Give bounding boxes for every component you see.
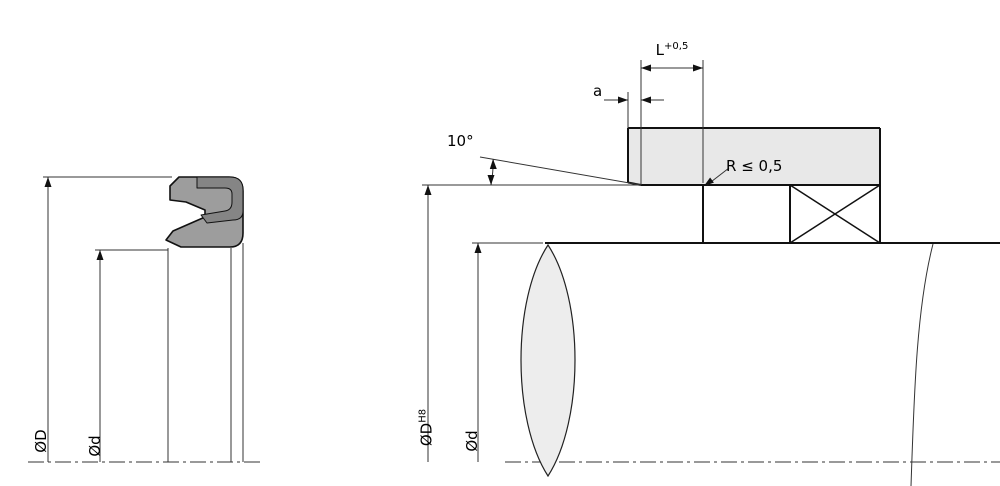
seal-symbol-diagonal <box>789 184 881 244</box>
chamfer-construction-line <box>479 156 642 186</box>
label-lead-in-angle: 10° <box>447 132 474 150</box>
arrowhead <box>489 159 497 169</box>
arrowhead <box>96 250 104 260</box>
label-inner-diameter: Ød <box>86 429 104 463</box>
arrowhead <box>44 177 52 187</box>
label-outer-diameter-text: ØD <box>32 429 50 453</box>
label-groove-length-tolerance: +0,5 <box>664 41 689 52</box>
rod-break-line <box>910 243 934 486</box>
rod-break-lens <box>520 243 576 478</box>
right-view <box>422 60 1000 486</box>
label-rod-diameter-text: Ød <box>463 430 481 452</box>
label-lead-in-length: a <box>593 82 602 100</box>
left-view <box>28 176 262 463</box>
arrowhead <box>424 185 432 195</box>
arrowhead <box>641 64 651 72</box>
arrowhead <box>693 64 703 72</box>
arrowhead <box>618 96 628 104</box>
label-outer-diameter: ØD <box>32 424 50 458</box>
label-bore-diameter-text: ØD <box>417 422 436 447</box>
seal-insert <box>196 176 244 224</box>
arrowhead <box>641 96 651 104</box>
label-corner-radius: R ≤ 0,5 <box>726 157 782 175</box>
housing-body <box>628 128 880 185</box>
label-bore-diameter: ØDH8 <box>415 406 436 450</box>
label-inner-diameter-text: Ød <box>86 435 104 457</box>
label-groove-length-text: L <box>655 41 665 59</box>
label-rod-diameter: Ød <box>463 424 481 458</box>
label-lead-in-angle-text: 10° <box>447 132 474 150</box>
label-bore-fit: H8 <box>417 408 429 423</box>
label-groove-length: L+0,5 <box>640 38 704 59</box>
arrowhead <box>704 177 714 186</box>
label-lead-in-length-text: a <box>593 82 603 100</box>
label-corner-radius-text: R ≤ 0,5 <box>726 157 783 175</box>
arrowhead <box>474 243 482 253</box>
arrowhead <box>487 175 495 185</box>
